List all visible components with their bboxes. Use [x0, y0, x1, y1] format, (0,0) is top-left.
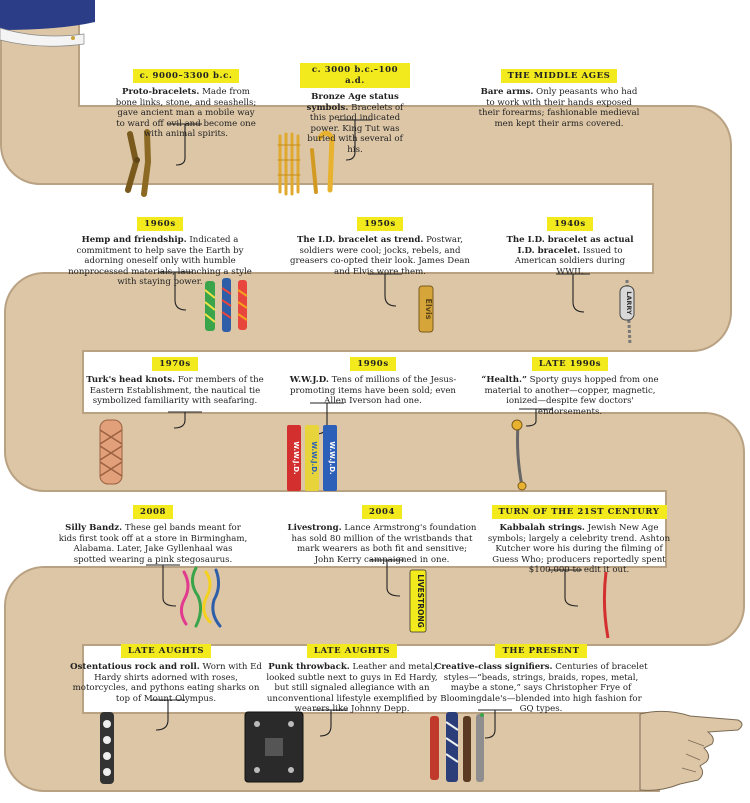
entry-present: THE PRESENT Creative-class signifiers. C… — [432, 638, 650, 715]
entry-text: Made from bone links, stone, and seashel… — [115, 87, 257, 140]
entry-proto-bracelets: c. 9000–3300 b.c. Proto-bracelets. Made … — [112, 63, 260, 140]
entry-label: 1960s — [137, 217, 183, 231]
entry-text: Centuries of bracelet styles—“beads, str… — [440, 662, 648, 715]
sleeve-cuff-icon — [0, 0, 95, 47]
wwjd-band-icon: W.W.J.D. W.W.J.D. W.W.J.D. — [287, 425, 337, 491]
entry-label: 1990s — [350, 357, 396, 371]
entry-text: Bracelets of this period indicated power… — [307, 102, 404, 155]
id-bracelet-1940s-icon: LARRY — [619, 279, 635, 346]
entry-head: Bare arms. — [480, 87, 534, 97]
entry-text: These gel bands meant for kids first too… — [58, 523, 248, 565]
turks-head-knot-icon — [99, 419, 123, 485]
entry-head: Proto-bracelets. — [122, 87, 200, 97]
entry-head: “Health.” — [481, 375, 527, 385]
entry-text: Jewish New Age symbols; largely a celebr… — [487, 523, 671, 576]
entry-head: Bronze Age status symbols. — [306, 92, 399, 113]
entry-head: The I.D. bracelet as actual I.D. bracele… — [506, 235, 634, 256]
entry-late-aughts-punk: LATE AUGHTS Punk throwback. Leather and … — [262, 638, 442, 715]
skull-bracelet-icon — [100, 712, 114, 784]
wwjd-blue-text: W.W.J.D. — [328, 441, 336, 474]
entry-1970s: 1970s Turk's head knots. For members of … — [72, 351, 278, 407]
entry-head: W.W.J.D. — [289, 375, 329, 385]
entry-label: LATE AUGHTS — [306, 644, 398, 658]
entry-1950s: 1950s The I.D. bracelet as trend. Postwa… — [290, 211, 470, 277]
id-bracelet-1950s-icon: Elvis — [418, 285, 434, 333]
entry-head: Livestrong. — [287, 523, 342, 533]
entry-label: 1970s — [152, 357, 198, 371]
entry-label: LATE AUGHTS — [120, 644, 212, 658]
entry-text: Postwar, soldiers were cool; jocks, rebe… — [290, 235, 470, 277]
livestrong-band-icon: LIVESTRONG — [409, 569, 427, 633]
entry-label: c. 9000–3300 b.c. — [132, 69, 240, 83]
entry-21st-century: TURN OF THE 21ST CENTURY Kabbalah string… — [484, 499, 674, 576]
entry-1940s: 1940s The I.D. bracelet as actual I.D. b… — [500, 211, 640, 277]
wwjd-yellow-text: W.W.J.D. — [310, 441, 318, 474]
entry-late-1990s: LATE 1990s “Health.” Sporty guys hopped … — [476, 351, 664, 417]
entry-label: c. 3000 b.c.–100 a.d. — [300, 63, 410, 88]
entry-head: Silly Bandz. — [65, 523, 123, 533]
livestrong-text: LIVESTRONG — [416, 574, 425, 628]
entry-text: Tens of millions of the Jesus-promoting … — [290, 375, 457, 407]
bronze-bracelet-icon — [277, 130, 335, 196]
entry-late-aughts-rock: LATE AUGHTS Ostentatious rock and roll. … — [66, 638, 266, 704]
entry-head: Kabbalah strings. — [499, 523, 585, 533]
entry-head: Punk throwback. — [268, 662, 350, 672]
hand-icon — [639, 710, 743, 791]
entry-label: 2004 — [361, 505, 403, 519]
leader-lines — [146, 119, 590, 739]
entry-text: Leather and metal; looked subtle next to… — [266, 662, 438, 715]
entry-label: 1950s — [357, 217, 403, 231]
entry-label: LATE 1990s — [531, 357, 609, 371]
entry-text: Worn with Ed Hardy shirts adorned with r… — [72, 662, 262, 704]
entry-text: Issued to American soldiers during WWII. — [514, 245, 626, 277]
kabbalah-string-icon — [602, 571, 610, 639]
entry-2004: 2004 Livestrong. Lance Armstrong's found… — [287, 499, 477, 565]
mixed-bracelets-icon — [430, 712, 484, 782]
entry-head: Hemp and friendship. — [81, 235, 187, 245]
entry-head: Ostentatious rock and roll. — [70, 662, 200, 672]
health-bracelet-icon — [511, 419, 527, 491]
entry-text: Sporty guys hopped from one material to … — [484, 375, 659, 417]
friendship-bracelet-icon — [204, 278, 248, 332]
punk-cuff-icon — [244, 711, 304, 783]
entry-1960s: 1960s Hemp and friendship. Indicated a c… — [64, 211, 256, 288]
entry-label: THE PRESENT — [495, 644, 587, 658]
id-bracelet-1950s-text: Elvis — [424, 299, 433, 320]
entry-label: 2008 — [132, 505, 174, 519]
entry-text: Lance Armstrong's foundation has sold 80… — [291, 523, 477, 565]
entry-label: THE MIDDLE AGES — [500, 69, 618, 83]
arm-skin — [2, 0, 743, 790]
entry-head: Turk's head knots. — [86, 375, 176, 385]
silly-bandz-icon — [179, 566, 222, 628]
wwjd-red-text: W.W.J.D. — [292, 441, 300, 474]
entry-bronze-age: c. 3000 b.c.–100 a.d. Bronze Age status … — [300, 63, 410, 156]
entry-label: 1940s — [547, 217, 593, 231]
proto-bracelet-icon — [125, 129, 152, 197]
entry-text: Indicated a commitment to help save the … — [68, 235, 252, 288]
entry-head: Creative-class signifiers. — [434, 662, 553, 672]
entry-text: For members of the Eastern Establishment… — [89, 375, 264, 407]
id-bracelet-1940s-text: LARRY — [625, 291, 633, 315]
entry-text: Only peasants who had to work with their… — [478, 87, 640, 129]
entry-head: The I.D. bracelet as trend. — [297, 235, 424, 245]
entry-middle-ages: THE MIDDLE AGES Bare arms. Only peasants… — [478, 63, 640, 129]
entry-2008: 2008 Silly Bandz. These gel bands meant … — [58, 499, 248, 565]
entry-1990s: 1990s W.W.J.D. Tens of millions of the J… — [283, 351, 463, 407]
entry-label: TURN OF THE 21ST CENTURY — [491, 505, 667, 519]
